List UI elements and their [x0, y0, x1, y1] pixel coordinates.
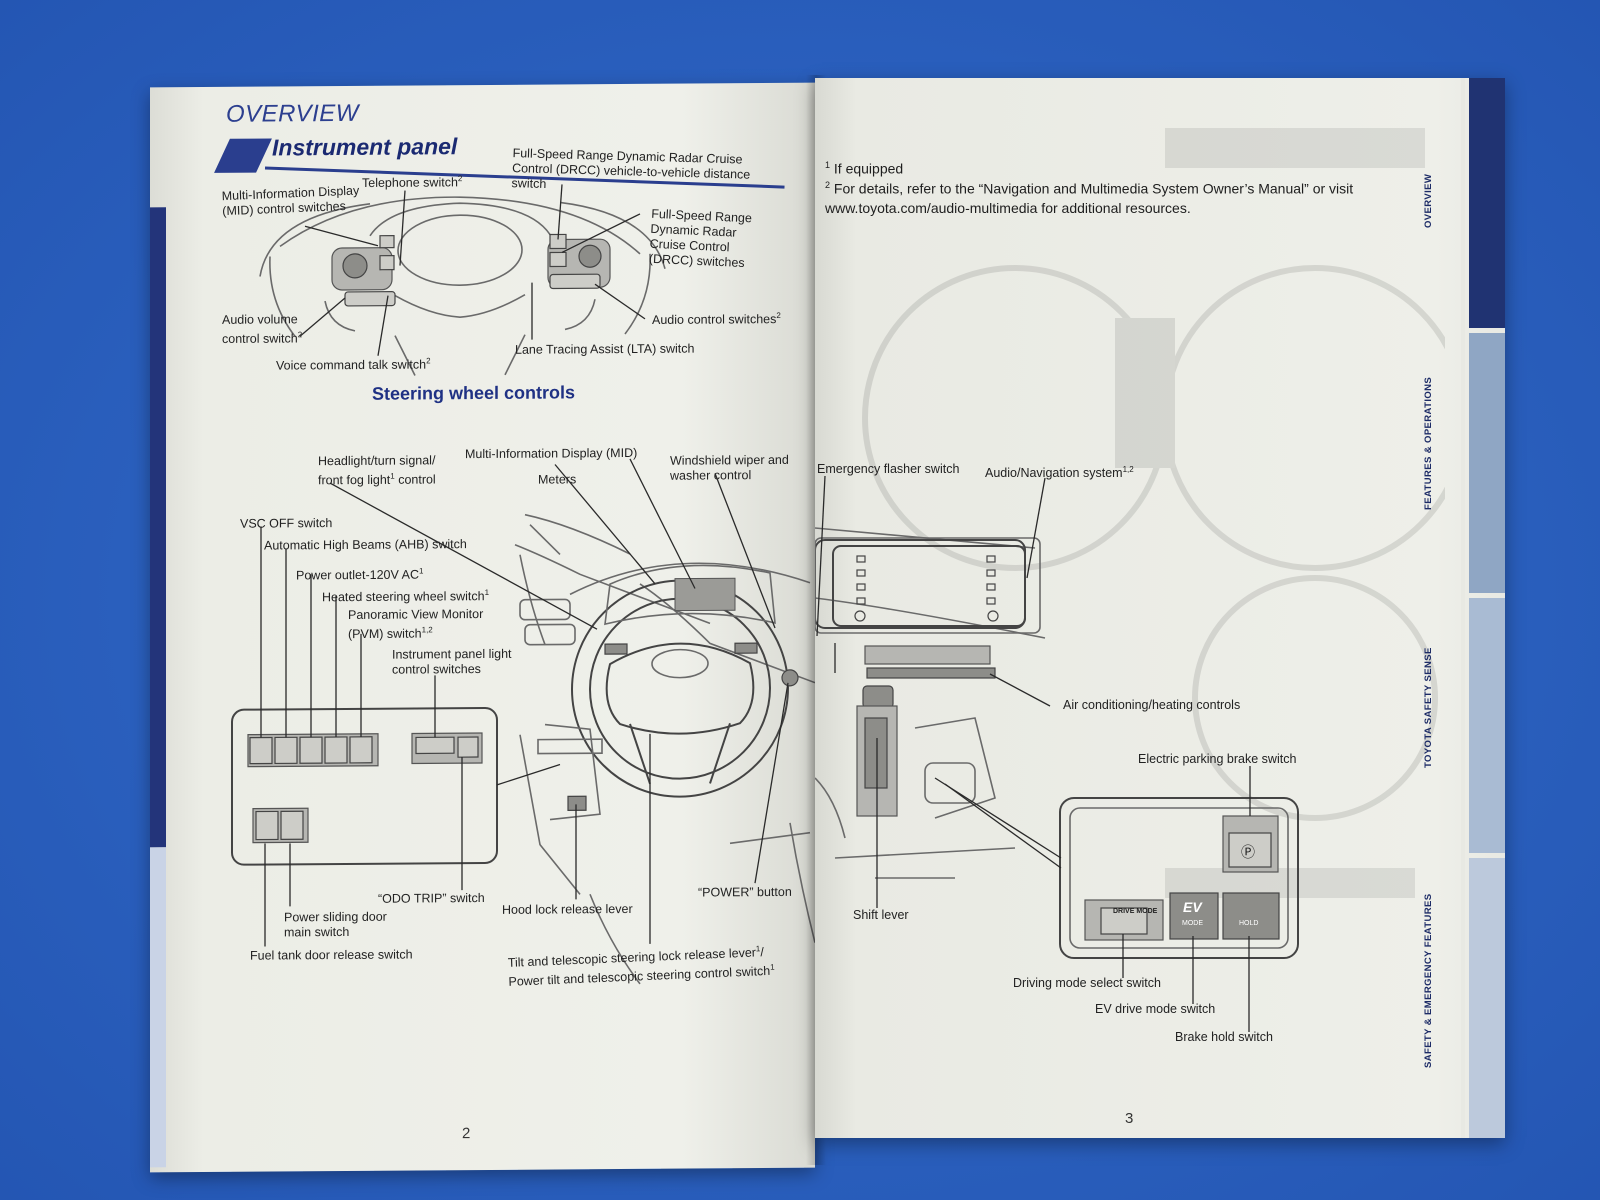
tab-toyota-safety-sense: [1469, 598, 1505, 853]
callout-sliding-door: Power sliding door main switch: [284, 909, 387, 940]
callout-ahb: Automatic High Beams (AHB) switch: [264, 537, 467, 553]
tab-features-operations: [1469, 333, 1505, 593]
callout-power-outlet: Power outlet-120V AC1: [296, 566, 424, 583]
tab-label-features: FEATURES & OPERATIONS: [1423, 376, 1434, 510]
callout-voice-command: Voice command talk switch2: [276, 356, 431, 373]
callout-telephone: Telephone switch2: [362, 174, 463, 190]
show-through: [862, 128, 1445, 898]
callout-pvm: Panoramic View Monitor (PVM) switch1,2: [348, 606, 484, 642]
page-number-right: 3: [1125, 1110, 1134, 1127]
callout-vsc-off: VSC OFF switch: [240, 516, 333, 531]
callout-air-conditioning: Air conditioning/heating controls: [1063, 698, 1241, 712]
callout-odo-trip: “ODO TRIP” switch: [378, 890, 485, 906]
tab-label-safety: SAFETY & EMERGENCY FEATURES: [1423, 893, 1434, 1068]
tab-overview: [1469, 78, 1505, 328]
callout-drcc-distance: Full-Speed Range Dynamic Radar Cruise Co…: [511, 146, 751, 192]
callout-panel-light: Instrument panel light control switches: [392, 646, 512, 677]
steering-wheel-drawing: [259, 196, 666, 376]
callout-audio-control: Audio control switches2: [652, 310, 781, 327]
tab-label-tss: TOYOTA SAFETY SENSE: [1423, 647, 1434, 768]
callout-headlight: Headlight/turn signal/ front fog light1 …: [318, 453, 436, 488]
console-drive-mode-label: DRIVE MODE: [1113, 908, 1158, 915]
callout-emergency-flasher: Emergency flasher switch: [817, 462, 960, 476]
callout-mid: Multi-Information Display (MID): [465, 445, 638, 462]
left-page: OVERVIEW Instrument panel: [150, 82, 815, 1173]
dash-leader-lines: [260, 458, 789, 947]
wheel-leader-lines: [299, 184, 646, 356]
instrument-diagram: [231, 184, 815, 985]
right-page: 1 If equipped 2 For details, refer to th…: [815, 78, 1505, 1138]
callout-lta: Lane Tracing Assist (LTA) switch: [515, 341, 695, 357]
callout-driving-mode: Driving mode select switch: [1013, 976, 1161, 990]
page-number-left: 2: [462, 1125, 471, 1143]
callout-audio-volume: Audio volume control switch2: [222, 312, 303, 346]
callout-heated-wheel: Heated steering wheel switch1: [322, 587, 490, 605]
steering-wheel-heading: Steering wheel controls: [372, 382, 576, 404]
section-tabs: [1461, 78, 1505, 1138]
callout-fuel-door: Fuel tank door release switch: [250, 947, 413, 963]
callout-ev-mode: EV drive mode switch: [1095, 1002, 1216, 1016]
svg-text:Ⓟ: Ⓟ: [1241, 845, 1255, 861]
callout-meters: Meters: [538, 472, 577, 487]
callout-brake-hold: Brake hold switch: [1175, 1030, 1273, 1044]
callout-hood: Hood lock release lever: [502, 901, 633, 917]
switch-panel-drawing: [231, 706, 561, 866]
console-diagram: Ⓟ: [815, 475, 1299, 1032]
callout-audio-nav: Audio/Navigation system1,2: [985, 465, 1134, 481]
console-ev-label: EV: [1183, 899, 1202, 915]
console-hold-label: HOLD: [1239, 920, 1259, 927]
callout-wiper: Windshield wiper and washer control: [670, 452, 789, 483]
footnote-2: 2 For details, refer to the “Navigation …: [825, 180, 1354, 216]
console-mode-label: MODE: [1182, 920, 1203, 927]
callout-shift-lever: Shift lever: [853, 908, 909, 922]
footnote-1: 1 If equipped: [825, 160, 904, 177]
callout-parking-brake: Electric parking brake switch: [1138, 752, 1297, 766]
tab-safety-emergency: [1469, 858, 1505, 1138]
callout-power-button: “POWER” button: [698, 884, 792, 900]
dashboard-drawing: [514, 513, 815, 985]
callout-mid-control: Multi-Information Display (MID) control …: [221, 183, 360, 219]
tab-label-overview: OVERVIEW: [1423, 173, 1434, 228]
callout-drcc: Full-Speed Range Dynamic Radar Cruise Co…: [648, 206, 753, 271]
